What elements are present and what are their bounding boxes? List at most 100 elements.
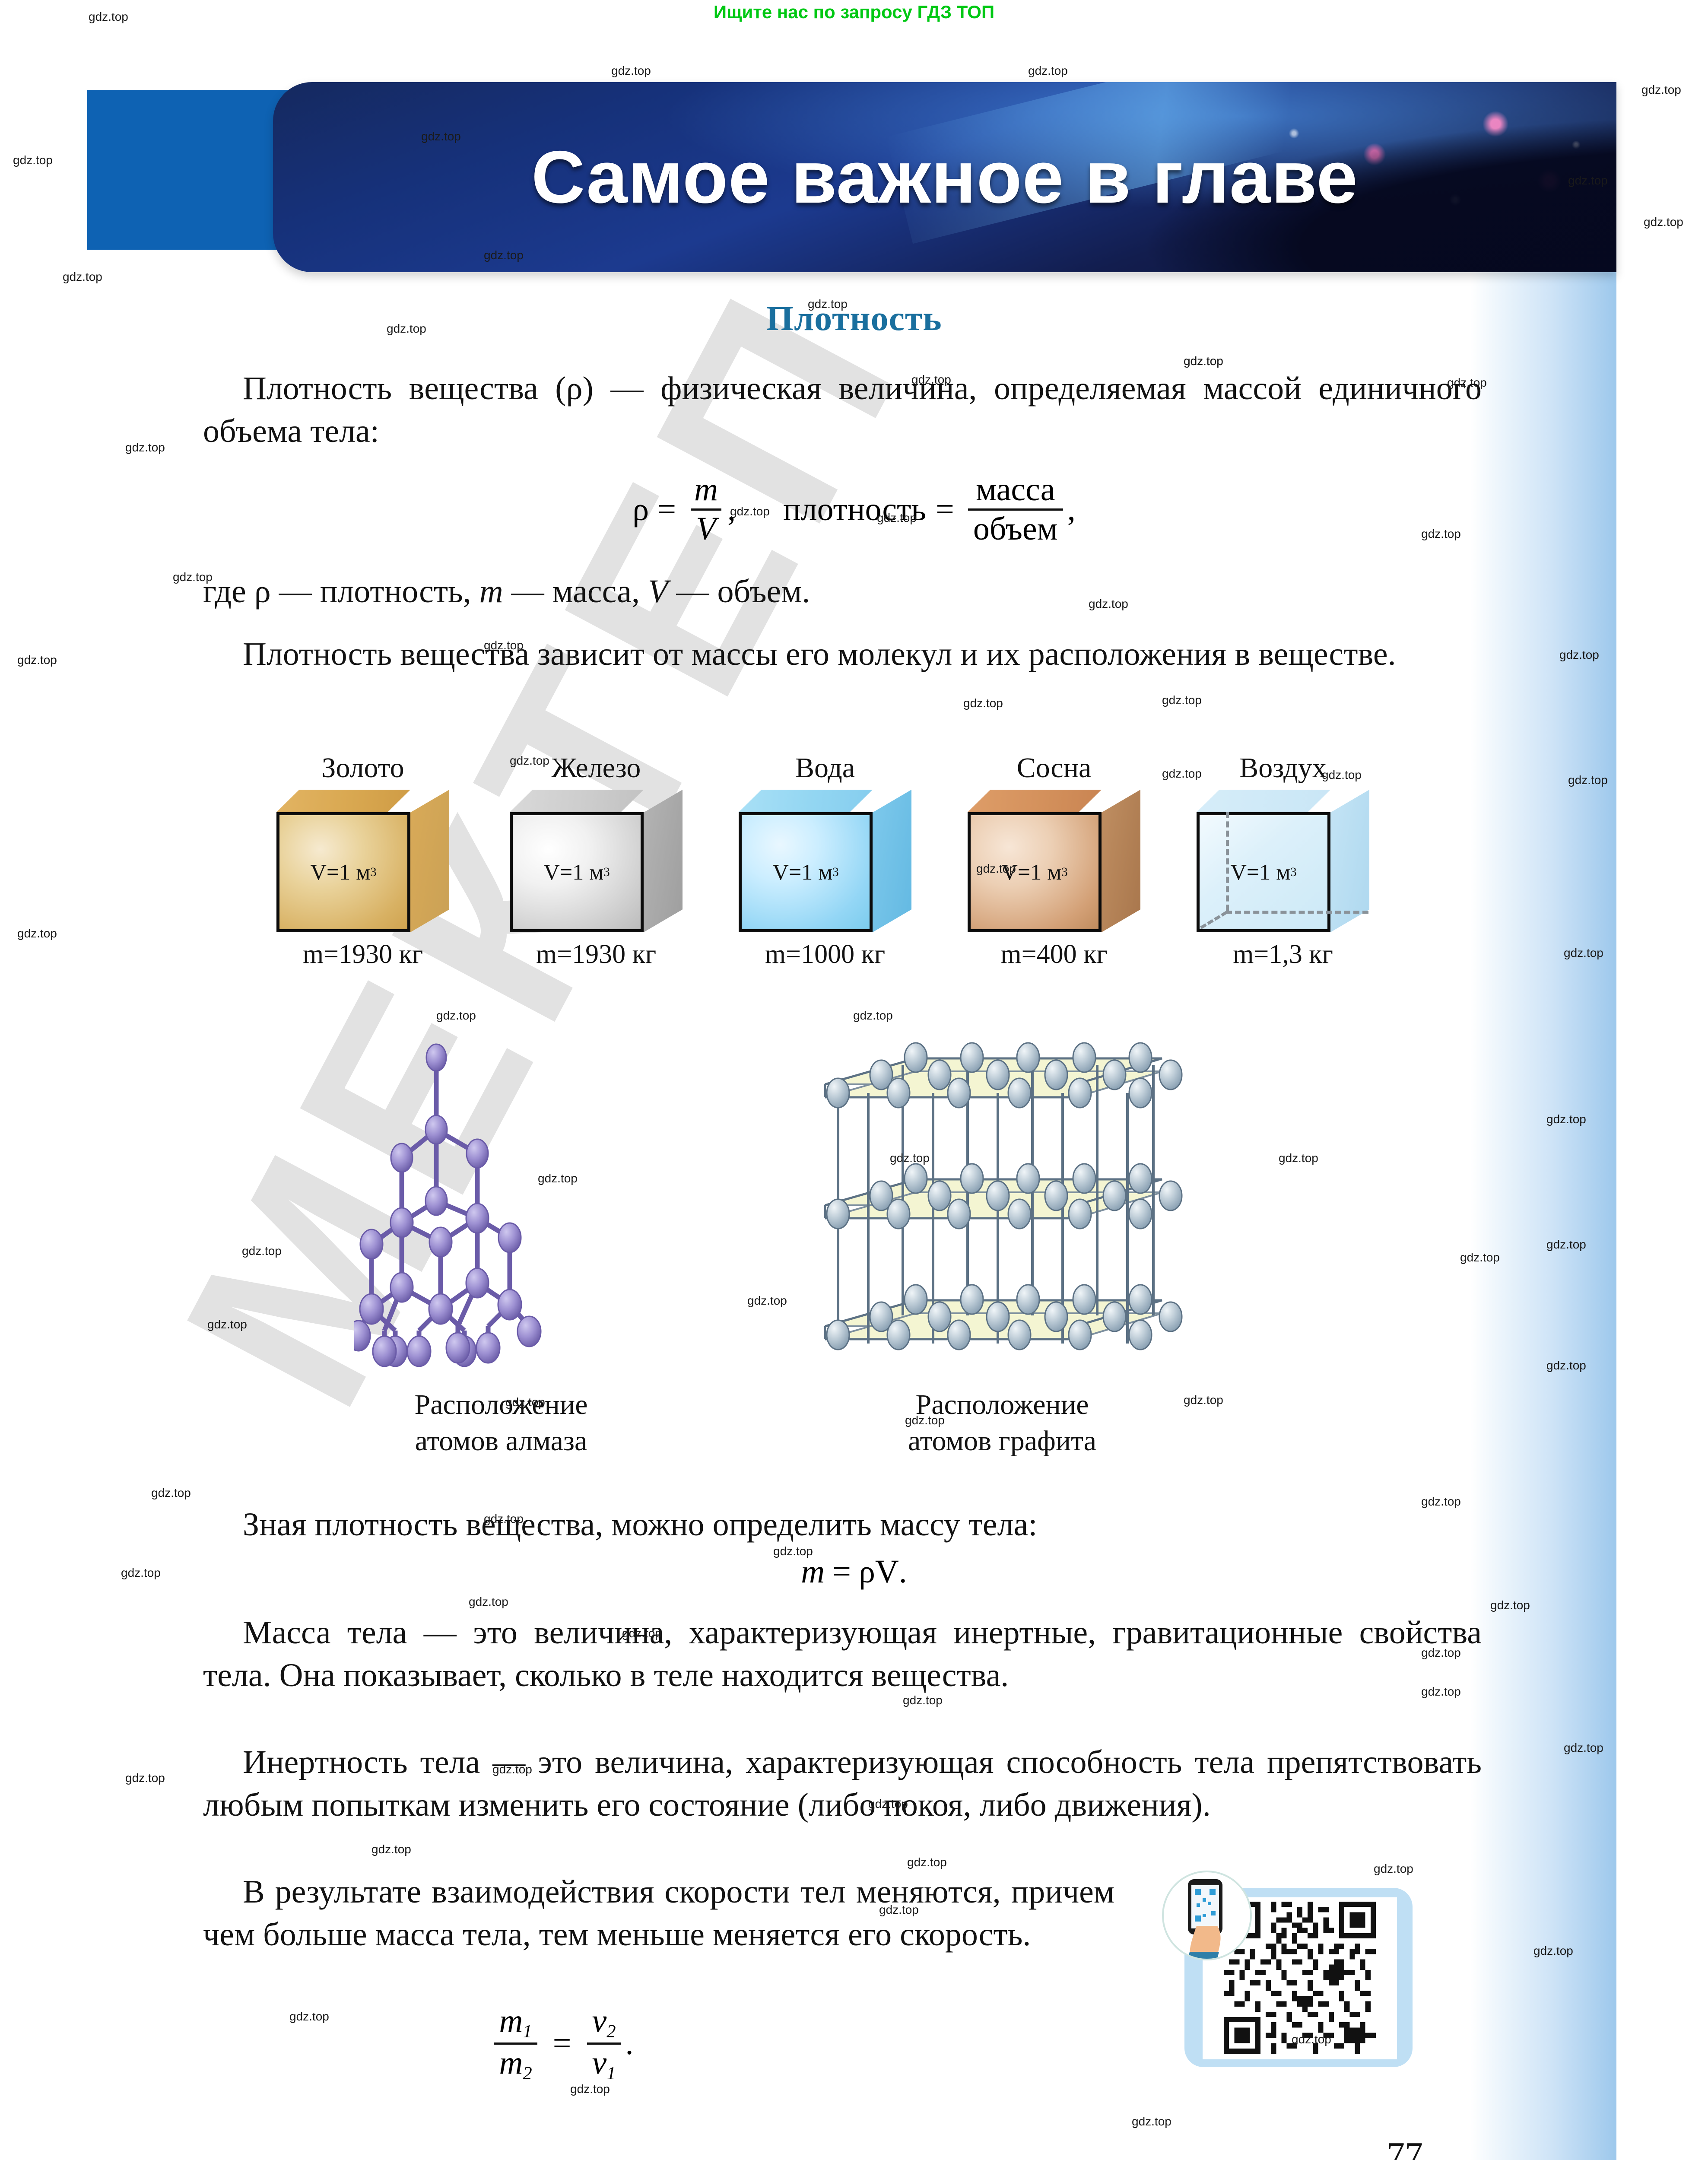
- period-1: .: [898, 1553, 907, 1590]
- period-2: .: [625, 2025, 634, 2062]
- paragraph-inertness: Инертность тела — это величина, характер…: [203, 1741, 1482, 1826]
- paragraph-text: В результате взаимодействия скорости тел…: [203, 1874, 1114, 1953]
- cube-label: Сосна: [1016, 752, 1092, 784]
- volume-label: V=1 м: [1230, 860, 1291, 885]
- cube-mass: m=1930 кг: [302, 940, 423, 969]
- legend-prefix: где ρ — плотность,: [203, 573, 479, 610]
- formula-mass-velocity-ratio: m1 m2 = v2 v1 .: [0, 2004, 1123, 2083]
- denominator-v: V: [691, 508, 721, 546]
- mass-m: m: [801, 1553, 825, 1590]
- caption-line-2: атомов алмаза: [415, 1425, 587, 1457]
- section-heading: Плотность: [766, 299, 942, 338]
- cube-top-face: [739, 790, 873, 812]
- volume-label: V=1 м: [772, 860, 833, 885]
- molecular-structure-figures: Расположение атомов алмаза: [337, 1028, 1382, 1460]
- page-number: 77: [1387, 2135, 1423, 2160]
- chapter-banner: Самое важное в главе: [87, 82, 1616, 272]
- legend-v: V: [648, 573, 668, 610]
- cube-top-face: [1197, 790, 1330, 812]
- volume-label: V=1 м: [1001, 860, 1062, 885]
- equals-sign-3: =: [832, 1553, 851, 1590]
- volume-exponent: 3: [832, 865, 839, 879]
- diamond-lattice-diagram: [354, 1043, 542, 1367]
- equals-sign-4: =: [552, 2025, 571, 2062]
- paragraph-density-depends: Плотность вещества зависит от массы его …: [203, 633, 1456, 676]
- right-gradient-strip: [1470, 216, 1616, 2160]
- volume-label: V=1 м: [310, 860, 371, 885]
- mass-rhov: ρV: [858, 1553, 899, 1590]
- cube-side-face: [644, 790, 683, 932]
- equals-sign: =: [657, 491, 676, 527]
- qr-code-badge[interactable]: [1162, 1871, 1413, 2069]
- caption-line-2: атомов графита: [908, 1425, 1097, 1457]
- paragraph-text: Плотность вещества (ρ) — физическая вели…: [203, 370, 1482, 449]
- formula-density: ρ = m V , плотность = масса объем ,: [0, 473, 1708, 546]
- cube-side-face: [410, 790, 449, 932]
- cube-side-face: [1102, 790, 1140, 932]
- cube-label: Золото: [321, 752, 404, 784]
- paragraph-knowing-density: Зная плотность вещества, можно определит…: [203, 1503, 1482, 1546]
- cube-mass: m=1,3 кг: [1233, 940, 1333, 969]
- volume-exponent: 3: [603, 865, 610, 879]
- banner-dark-curve: [864, 82, 1616, 272]
- cube-label: Железо: [551, 752, 641, 784]
- hidden-edge-vertical: [1226, 812, 1229, 911]
- cube-top-face: [510, 790, 644, 812]
- numerator-mass: масса: [976, 471, 1055, 508]
- paragraph-density-definition: Плотность вещества (ρ) — физическая вели…: [203, 367, 1482, 453]
- cube-label: Вода: [795, 752, 855, 784]
- diamond-caption: Расположение атомов алмаза: [337, 1387, 665, 1460]
- equals-sign-2: =: [935, 491, 954, 527]
- word-density: плотность: [783, 491, 926, 527]
- rho-symbol: ρ: [632, 491, 649, 527]
- cube-top-face: [276, 790, 410, 812]
- comma-2: ,: [1067, 491, 1076, 527]
- hidden-edge-horizontal: [1226, 911, 1368, 914]
- ratio-num-m1: m1: [499, 2003, 532, 2042]
- banner-main-panel: Самое важное в главе: [273, 82, 1616, 272]
- paragraph-interaction: В результате взаимодействия скорости тел…: [203, 1871, 1114, 1956]
- graphite-caption: Расположение атомов графита: [795, 1387, 1210, 1460]
- graphite-lattice-diagram: [824, 1042, 1183, 1350]
- cube-mass: m=1930 кг: [536, 940, 657, 969]
- cube-side-face: [873, 790, 911, 932]
- paragraph-text: Зная плотность вещества, можно определит…: [243, 1506, 1038, 1543]
- cube-mass: m=400 кг: [1000, 940, 1108, 969]
- cube-mass: m=1000 кг: [765, 940, 886, 969]
- top-green-watermark: Ищите нас по запросу ГДЗ ТОП: [713, 2, 995, 22]
- numerator-m: m: [694, 471, 718, 508]
- cube-side-face: [1330, 790, 1369, 932]
- legend-mid: — масса,: [503, 573, 648, 610]
- legend-m: m: [479, 573, 503, 610]
- comma-1: ,: [727, 491, 736, 527]
- volume-label: V=1 м: [543, 860, 604, 885]
- caption-line-1: Расположение: [414, 1389, 588, 1420]
- banner-title: Самое важное в главе: [531, 136, 1358, 219]
- volume-exponent: 3: [1290, 865, 1297, 879]
- phone-scan-icon: [1162, 1871, 1252, 1960]
- cube-top-face: [968, 790, 1102, 812]
- paragraph-text: Инертность тела — это величина, характер…: [203, 1744, 1482, 1823]
- ratio-num-v2: v2: [592, 2003, 616, 2042]
- formula-mass: m = ρV .: [0, 1553, 1708, 1591]
- paragraph-text: Плотность вещества зависит от массы его …: [243, 636, 1396, 672]
- denominator-volume: объем: [968, 508, 1063, 546]
- volume-exponent: 3: [370, 865, 377, 879]
- paragraph-body-mass: Масса тела — это величина, характеризующ…: [203, 1611, 1482, 1697]
- ratio-den-m2: m2: [494, 2042, 537, 2083]
- cube-label: Воздух: [1239, 752, 1327, 784]
- paragraph-text: Масса тела — это величина, характеризующ…: [203, 1614, 1482, 1693]
- caption-line-1: Расположение: [915, 1389, 1089, 1420]
- paragraph-legend: где ρ — плотность, m — масса, V — объем.: [203, 570, 1482, 613]
- ratio-den-v1: v1: [587, 2042, 621, 2083]
